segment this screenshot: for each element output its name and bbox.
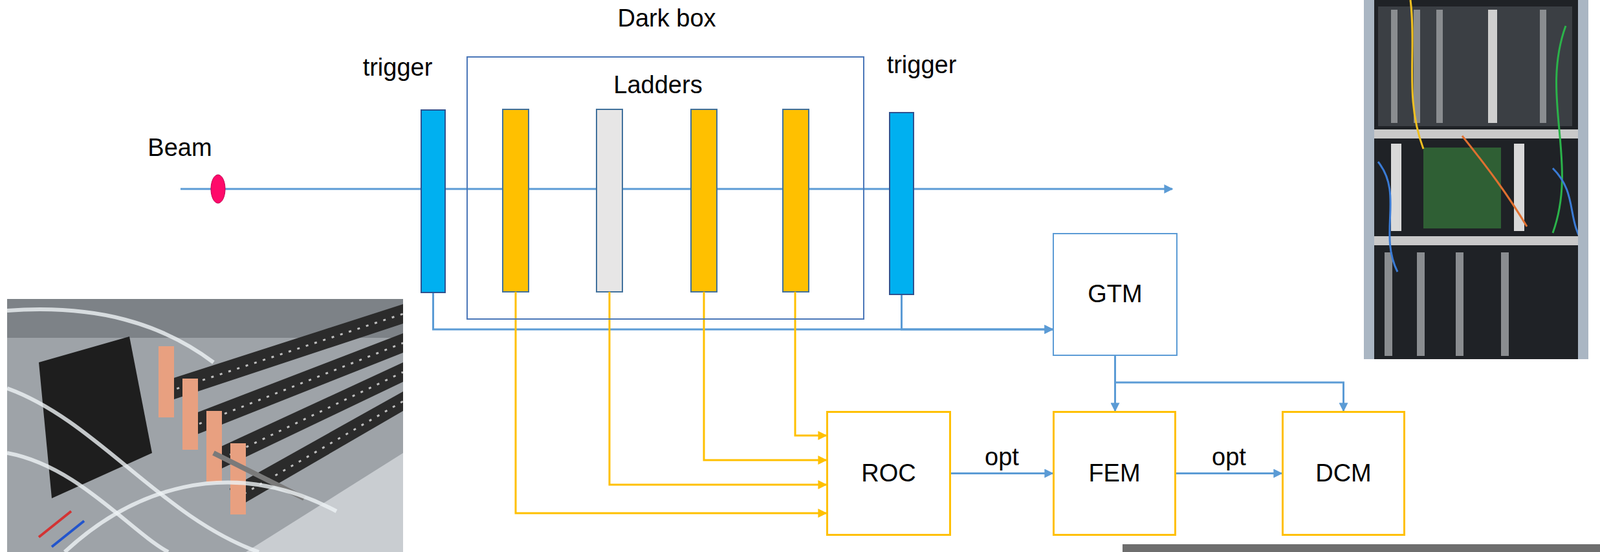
connector-arrow (951, 472, 1053, 475)
rack-photo (1384, 252, 1393, 356)
setup-photo (64, 482, 337, 552)
signal-cable (515, 291, 827, 514)
process-box: GTM (1052, 232, 1178, 356)
connector-arrow (901, 295, 1054, 330)
rack-photo (1416, 252, 1425, 356)
node-label: ROC (861, 459, 916, 488)
beam-line (180, 188, 1173, 190)
signal-cable (609, 291, 827, 485)
node-label: DCM (1315, 459, 1372, 488)
process-box: FEM (1052, 410, 1177, 536)
node-heading: trigger (887, 51, 957, 80)
rack-photo (1539, 9, 1547, 123)
rack-photo (1363, 0, 1589, 360)
ladders-label: Ladders (613, 71, 702, 100)
signal-cable (795, 291, 827, 436)
photo-edge (1122, 544, 1600, 552)
setup-photo (7, 452, 169, 552)
connector-arrow (433, 293, 1054, 330)
rack-photo (1455, 252, 1464, 356)
signal-cable (703, 291, 827, 461)
setup-photo (7, 388, 259, 552)
connector-arrow (1115, 355, 1344, 411)
setup-photo (7, 298, 404, 552)
rack-photo (1436, 9, 1443, 123)
rack-photo (1462, 135, 1527, 227)
rack-photo (1378, 6, 1573, 127)
beam-line (180, 188, 1173, 191)
rack-photo (1363, 0, 1375, 360)
setup-photo (51, 520, 85, 547)
setup-photo (190, 342, 404, 428)
setup-photo (7, 298, 404, 552)
ladder-bar (502, 109, 529, 292)
ladder-bar (782, 109, 809, 292)
rack-photo (1391, 9, 1398, 123)
rack-photo (1363, 129, 1589, 139)
rack-photo (1391, 143, 1402, 231)
setup-photo (229, 391, 404, 508)
trigger-bar: trigger (888, 111, 915, 296)
node-heading: Dark box (617, 4, 716, 33)
setup-photo (38, 511, 72, 537)
rack-photo (1488, 9, 1498, 123)
rack-photo (1552, 25, 1566, 233)
setup-photo (230, 443, 246, 515)
process-box: DCM (1281, 410, 1406, 536)
setup-photo (182, 378, 198, 450)
setup-photo (7, 309, 214, 363)
ladder-bar (502, 109, 809, 292)
rack-photo (1363, 0, 1589, 360)
edge-label: opt (983, 443, 1021, 472)
beam-particle (210, 174, 226, 204)
node-label: GTM (1087, 280, 1142, 309)
node-heading: trigger (362, 53, 433, 83)
beam-label: Beam (147, 133, 212, 163)
process-box: ROC (826, 410, 952, 536)
setup-photo (206, 410, 222, 483)
rack-photo (1363, 236, 1589, 246)
edge-label: opt (1210, 443, 1248, 472)
node-label: FEM (1088, 459, 1140, 488)
rack-photo (1501, 252, 1509, 356)
rack-photo (1413, 9, 1421, 123)
rack-photo (1578, 0, 1589, 360)
setup-photo (158, 346, 175, 418)
ladder-bar (690, 109, 717, 292)
connector-arrow (1176, 472, 1282, 475)
rack-photo (1378, 161, 1398, 272)
rack-photo (1410, 0, 1424, 149)
setup-photo (168, 313, 404, 392)
trigger-bar: trigger (420, 109, 446, 294)
rack-photo (1423, 147, 1502, 229)
ladder-bar (596, 109, 623, 292)
